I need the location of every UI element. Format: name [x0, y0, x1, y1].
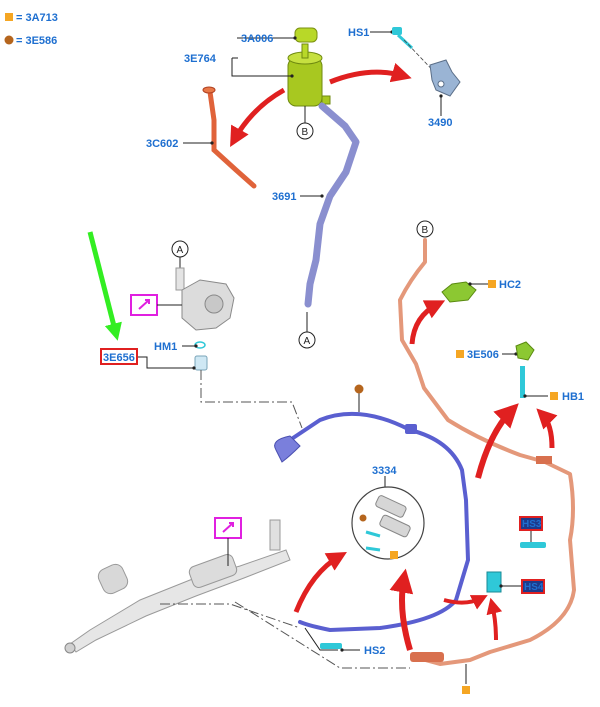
clip-3e506-icon: [515, 341, 535, 361]
red-arrow-reservoir-to-hose: [230, 87, 286, 147]
steering-rack-icon: [69, 549, 291, 653]
label-hs4: HS4: [524, 582, 544, 593]
reservoir-assembly: B: [231, 27, 331, 140]
label-hs2: HS2: [364, 645, 385, 657]
red-arrow-rack-to-3334: [293, 552, 347, 613]
routing-line-rack: [160, 601, 410, 669]
label-3e656: 3E656: [103, 352, 135, 364]
callout-b-circle-icon: [296, 122, 314, 140]
red-arrow-to-hb1: [536, 408, 558, 449]
legend-circle-icon: [4, 35, 14, 45]
label-hs3-redbox: [519, 516, 543, 531]
callout-a2: A: [304, 336, 311, 347]
studs-hs3-hs4: HS3 HS4: [486, 516, 546, 594]
label-hs1: HS1: [348, 27, 369, 39]
label-3691: 3691: [272, 191, 296, 203]
legend-3a713-text: = 3A713: [16, 12, 58, 24]
detail-3334: [351, 476, 425, 560]
label-3490: 3490: [428, 117, 452, 129]
bracket-3e586-icon: [354, 384, 364, 394]
label-hs3: HS3: [522, 519, 542, 530]
stud-hb1-icon: [520, 366, 525, 398]
label-3e506: 3E506: [467, 349, 499, 361]
steering-pump-group: A: [130, 240, 235, 371]
label-3c602: 3C602: [146, 138, 178, 150]
stud-hs3-icon: [520, 542, 546, 548]
clip-hc2-icon: [441, 281, 477, 303]
bracket-block-icon: [486, 571, 502, 593]
bracket-group: [370, 27, 461, 116]
pressure-pipe-3691: A: [298, 102, 360, 349]
reservoir-cap-icon: [294, 27, 318, 43]
label-3a006: 3A006: [241, 33, 273, 45]
feed-hose-3c602: [183, 86, 257, 189]
callout-b2: B: [422, 225, 429, 236]
label-3334: 3334: [372, 465, 397, 477]
callout-a1: A: [177, 245, 184, 256]
fitting-3e656-icon: [194, 355, 208, 371]
stud-hs2-group: [304, 627, 360, 652]
callout-b1: B: [302, 127, 309, 138]
reservoir-icon: [287, 57, 323, 107]
steering-rack-group: [64, 517, 291, 654]
label-3e656-redbox: [100, 348, 138, 365]
bracket-icon: [429, 59, 461, 97]
clamp-3a713-icon: [462, 686, 470, 694]
red-arrow-hose-to-hc2: [409, 300, 446, 345]
label-hs4-redbox: [521, 579, 545, 594]
label-hb1: HB1: [562, 391, 584, 403]
label-hc2: HC2: [499, 279, 521, 291]
legend-square-icon: [5, 13, 13, 21]
label-hm1: HM1: [154, 341, 177, 353]
stud-hs2-icon: [320, 643, 342, 649]
clip-3e506-group: [456, 341, 558, 400]
red-arrow-return-to-block: [486, 597, 503, 641]
clip-hc2: [441, 280, 496, 303]
red-arrow-reservoir-to-bracket: [329, 63, 412, 85]
label-3e764: 3E764: [184, 53, 217, 65]
pressure-hose-blue: [274, 384, 471, 633]
red-arrow-to-block: [443, 595, 488, 610]
red-arrow-hose-to-bracket: [475, 403, 519, 479]
clip-hs1-icon: [392, 27, 402, 35]
legend-3e586-text: = 3E586: [16, 35, 57, 47]
green-arrow-icon: [87, 231, 122, 341]
red-arrow-return-to-3334: [389, 568, 414, 651]
routing-line-pump: [200, 370, 303, 429]
legend: = 3A713 = 3E586: [4, 12, 58, 47]
return-hose-salmon: B: [398, 220, 576, 694]
